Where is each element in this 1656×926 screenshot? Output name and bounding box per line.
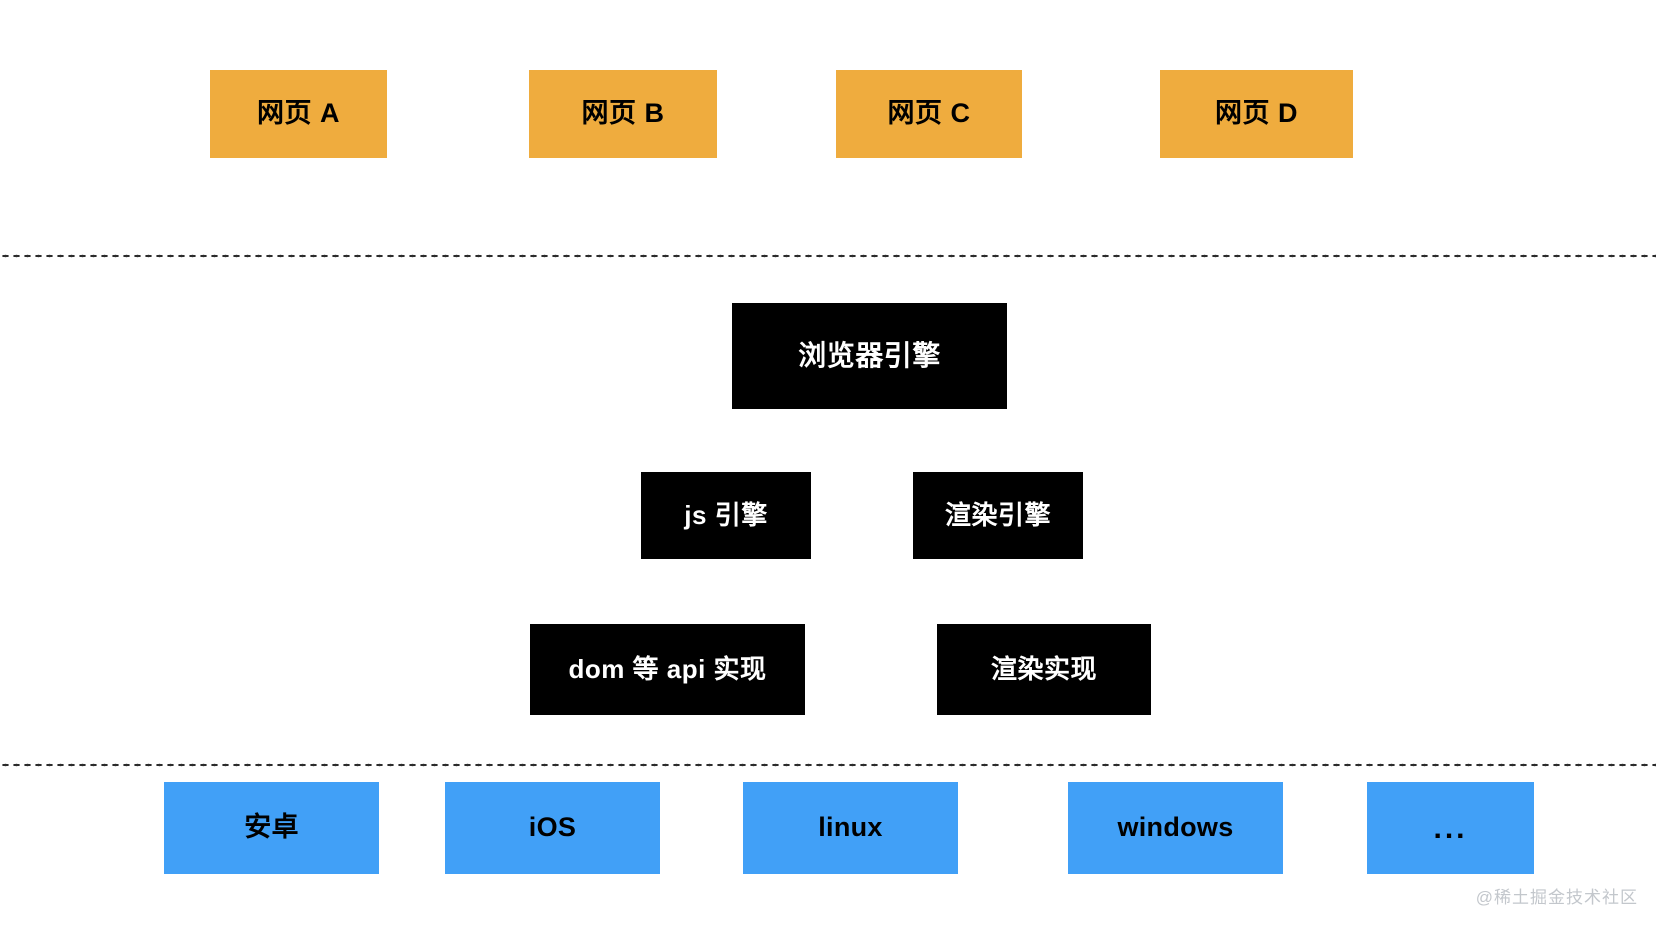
node-label: 网页 B: [581, 98, 665, 129]
node-os-windows: windows: [1068, 782, 1283, 874]
node-label: 安卓: [244, 812, 299, 843]
node-os-android: 安卓: [164, 782, 379, 874]
node-render-implementation: 渲染实现: [937, 624, 1151, 715]
node-os-linux: linux: [743, 782, 958, 874]
node-label: iOS: [528, 812, 577, 843]
node-web-page-a: 网页 A: [210, 70, 387, 158]
node-dom-api-implementation: dom 等 api 实现: [530, 624, 805, 715]
node-label: 网页 C: [887, 98, 971, 129]
divider-pages-engine: [0, 254, 1656, 258]
node-label: 渲染引擎: [944, 500, 1051, 531]
node-browser-engine: 浏览器引擎: [732, 303, 1007, 409]
node-os-ios: iOS: [445, 782, 660, 874]
node-label: ...: [1433, 811, 1468, 845]
node-render-engine: 渲染引擎: [913, 472, 1083, 559]
node-label: 网页 D: [1215, 98, 1298, 129]
node-label: linux: [818, 812, 883, 843]
watermark: @稀土掘金技术社区: [1475, 888, 1638, 907]
node-label: dom 等 api 实现: [568, 654, 767, 685]
node-label: 渲染实现: [990, 654, 1097, 685]
node-label: 网页 A: [257, 98, 340, 129]
node-label: windows: [1117, 812, 1234, 843]
node-label: 浏览器引擎: [798, 339, 941, 371]
node-web-page-c: 网页 C: [836, 70, 1022, 158]
node-web-page-d: 网页 D: [1160, 70, 1353, 158]
node-label: js 引擎: [684, 500, 768, 531]
node-os-more: ...: [1367, 782, 1534, 874]
divider-engine-os: [0, 763, 1656, 767]
node-js-engine: js 引擎: [641, 472, 811, 559]
node-web-page-b: 网页 B: [529, 70, 717, 158]
